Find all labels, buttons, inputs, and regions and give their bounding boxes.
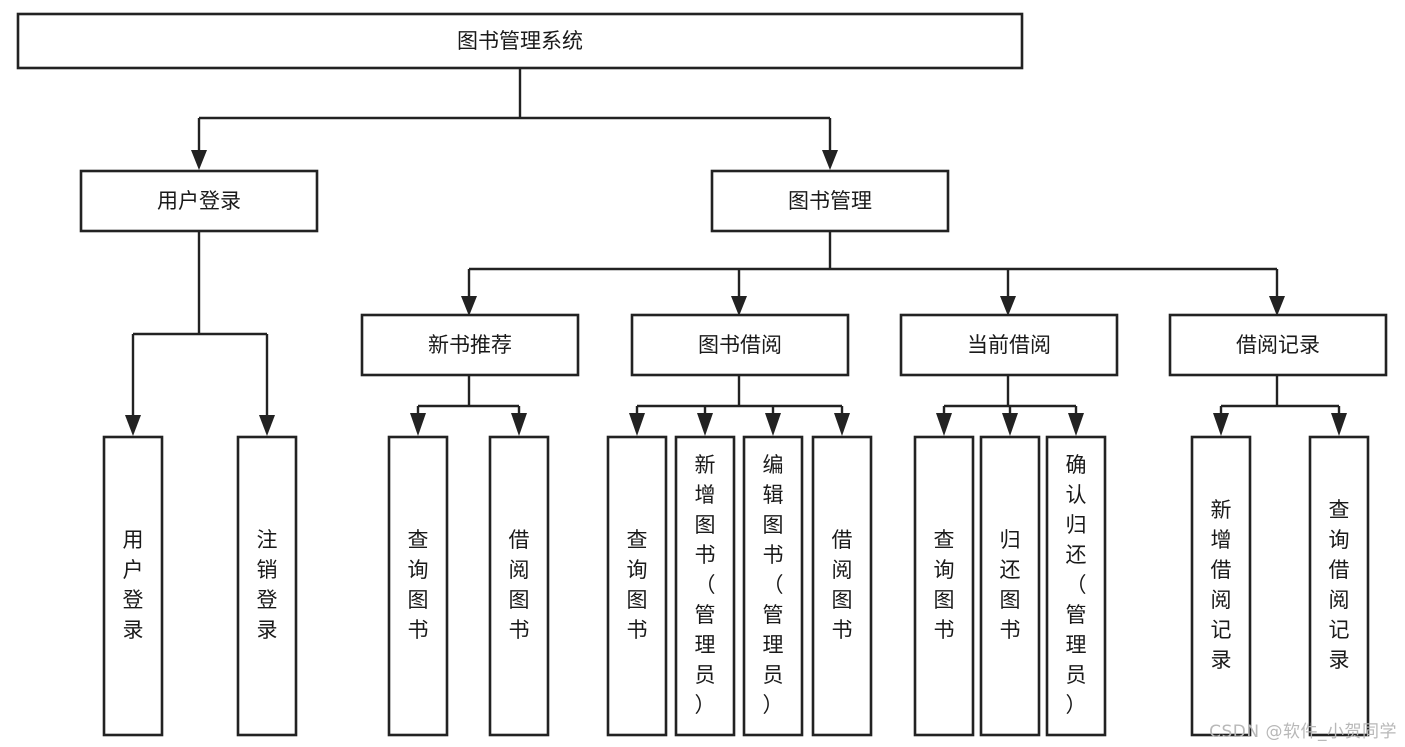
leaf-current-1-box[interactable] xyxy=(913,435,975,737)
node-new-book-recommend-box[interactable] xyxy=(360,313,580,377)
node-borrow-records-label: 借阅记录 xyxy=(1236,333,1320,357)
leaf-new-book-2-box[interactable] xyxy=(488,435,550,737)
leaf-current-2-box[interactable] xyxy=(979,435,1041,737)
leaf-current-1[interactable]: 查询图书 xyxy=(913,435,975,737)
node-book-management-label: 图书管理 xyxy=(788,189,872,213)
arrow-current-l3 xyxy=(1068,413,1084,436)
arrow-book-c1 xyxy=(461,296,477,316)
leaf-borrow-2-box[interactable] xyxy=(674,435,736,737)
leaf-new-book-1[interactable]: 查询图书 xyxy=(387,435,449,737)
node-book-borrow[interactable]: 图书借阅 xyxy=(630,313,850,377)
node-new-book-recommend[interactable]: 新书推荐 xyxy=(360,313,580,377)
node-current-borrow-label: 当前借阅 xyxy=(967,333,1051,357)
connector-group-book-mgmt xyxy=(461,231,1285,316)
leaf-new-book-2-label: 借阅图书 xyxy=(509,528,530,642)
node-root-system[interactable]: 图书管理系统 xyxy=(16,12,1024,70)
leaf-borrow-3-box[interactable] xyxy=(742,435,804,737)
arrow-current-l1 xyxy=(936,413,952,436)
leaf-borrow-3-label: 编辑图书（管理员） xyxy=(763,453,784,717)
arrow-root-to-book xyxy=(822,150,838,170)
node-root-box[interactable] xyxy=(16,12,1024,70)
leaf-user-login-1-label: 用户登录 xyxy=(123,528,144,642)
arrow-current-l2 xyxy=(1002,413,1018,436)
leaf-borrow-2[interactable]: 新增图书（管理员） xyxy=(674,435,736,737)
node-book-borrow-box[interactable] xyxy=(630,313,850,377)
connector-group-new-book xyxy=(410,375,527,436)
leaf-user-login-1-box[interactable] xyxy=(102,435,164,737)
leaf-borrow-4[interactable]: 借阅图书 xyxy=(811,435,873,737)
arrow-records-l1 xyxy=(1213,413,1229,436)
arrow-book-c4 xyxy=(1269,296,1285,316)
node-book-management-box[interactable] xyxy=(710,169,950,233)
leaf-records-2-box[interactable] xyxy=(1308,435,1370,737)
leaf-borrow-4-box[interactable] xyxy=(811,435,873,737)
leaf-new-book-1-label: 查询图书 xyxy=(408,528,429,642)
leaf-records-1-label: 新增借阅记录 xyxy=(1211,498,1232,672)
connector-group-user-login xyxy=(125,231,275,436)
leaf-current-2-label: 归还图书 xyxy=(1000,528,1021,642)
node-borrow-records[interactable]: 借阅记录 xyxy=(1168,313,1388,377)
leaf-borrow-1-box[interactable] xyxy=(606,435,668,737)
connector-group-borrow xyxy=(629,375,850,436)
connector-group-records xyxy=(1213,375,1347,436)
arrow-newbook-l1 xyxy=(410,413,426,436)
leaf-new-book-1-box[interactable] xyxy=(387,435,449,737)
leaf-current-2[interactable]: 归还图书 xyxy=(979,435,1041,737)
leaf-current-1-label: 查询图书 xyxy=(934,528,955,642)
node-root-label: 图书管理系统 xyxy=(457,29,583,53)
leaf-user-login-1[interactable]: 用户登录 xyxy=(102,435,164,737)
connector-group-current xyxy=(936,375,1084,436)
leaf-current-3[interactable]: 确认归还（管理员） xyxy=(1045,435,1107,737)
node-book-management[interactable]: 图书管理 xyxy=(710,169,950,233)
node-borrow-records-box[interactable] xyxy=(1168,313,1388,377)
leaf-borrow-2-label: 新增图书（管理员） xyxy=(695,453,716,717)
node-new-book-recommend-label: 新书推荐 xyxy=(428,333,512,357)
leaf-user-login-2-box[interactable] xyxy=(236,435,298,737)
leaf-borrow-1[interactable]: 查询图书 xyxy=(606,435,668,737)
arrow-borrow-l1 xyxy=(629,413,645,436)
leaf-records-1-box[interactable] xyxy=(1190,435,1252,737)
leaf-records-2-label: 查询借阅记录 xyxy=(1329,498,1350,672)
arrow-borrow-l3 xyxy=(765,413,781,436)
node-book-borrow-label: 图书借阅 xyxy=(698,333,782,357)
arrow-root-to-user xyxy=(191,150,207,170)
arrow-user-leaf2 xyxy=(259,415,275,436)
node-user-login[interactable]: 用户登录 xyxy=(79,169,319,233)
leaf-user-login-2-label: 注销登录 xyxy=(257,528,278,642)
leaf-borrow-3[interactable]: 编辑图书（管理员） xyxy=(742,435,804,737)
node-current-borrow[interactable]: 当前借阅 xyxy=(899,313,1119,377)
arrow-user-leaf1 xyxy=(125,415,141,436)
leaf-borrow-1-label: 查询图书 xyxy=(627,528,648,642)
arrow-borrow-l2 xyxy=(697,413,713,436)
leaf-records-2[interactable]: 查询借阅记录 xyxy=(1308,435,1370,737)
arrow-borrow-l4 xyxy=(834,413,850,436)
node-user-login-box[interactable] xyxy=(79,169,319,233)
arrow-book-c2 xyxy=(731,296,747,316)
leaf-borrow-4-label: 借阅图书 xyxy=(832,528,853,642)
connector-group-root xyxy=(191,68,838,170)
node-current-borrow-box[interactable] xyxy=(899,313,1119,377)
arrow-newbook-l2 xyxy=(511,413,527,436)
leaf-records-1[interactable]: 新增借阅记录 xyxy=(1190,435,1252,737)
node-user-login-label: 用户登录 xyxy=(157,189,241,213)
leaf-current-3-label: 确认归还（管理员） xyxy=(1066,453,1087,717)
leaf-user-login-2[interactable]: 注销登录 xyxy=(236,435,298,737)
arrow-records-l2 xyxy=(1331,413,1347,436)
arrow-book-c3 xyxy=(1000,296,1016,316)
leaf-new-book-2[interactable]: 借阅图书 xyxy=(488,435,550,737)
leaf-current-3-box[interactable] xyxy=(1045,435,1107,737)
